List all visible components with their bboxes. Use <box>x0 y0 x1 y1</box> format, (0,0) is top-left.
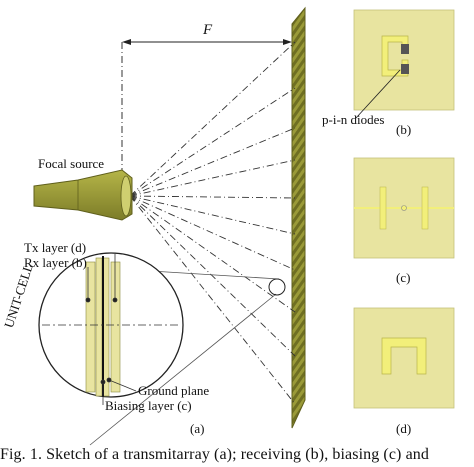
transmitarray-panel <box>291 6 306 429</box>
cell-panel-d <box>353 307 455 409</box>
horn-antenna <box>33 169 133 221</box>
panel-b-label: (b) <box>396 122 412 137</box>
focal-source-label: Focal source <box>38 156 105 171</box>
source-rays <box>129 41 296 405</box>
cell-panel-c <box>353 157 455 259</box>
biasing-layer-label: Biasing layer (c) <box>105 398 192 413</box>
panel-d-label: (d) <box>396 421 412 436</box>
panel-a-label: (a) <box>190 421 205 436</box>
layer-leader-lines <box>85 254 137 405</box>
unit-cell-zoom <box>38 252 184 398</box>
panel-c-label: (c) <box>396 270 411 285</box>
cell-panel-b <box>353 9 455 111</box>
focal-length-label: F <box>203 22 213 38</box>
diodes-label: p-i-n diodes <box>322 112 385 127</box>
figure-caption: Fig. 1. Sketch of a transmitarray (a); r… <box>0 446 429 463</box>
ground-plane-label: Ground plane <box>138 383 210 398</box>
tx-layer-label: Tx layer (d) <box>24 240 87 255</box>
diode-pointer <box>355 69 401 119</box>
rx-layer-label: Rx layer (b) <box>24 255 87 270</box>
focal-length-dimension <box>121 39 292 178</box>
unit-cell-marker <box>268 278 286 296</box>
